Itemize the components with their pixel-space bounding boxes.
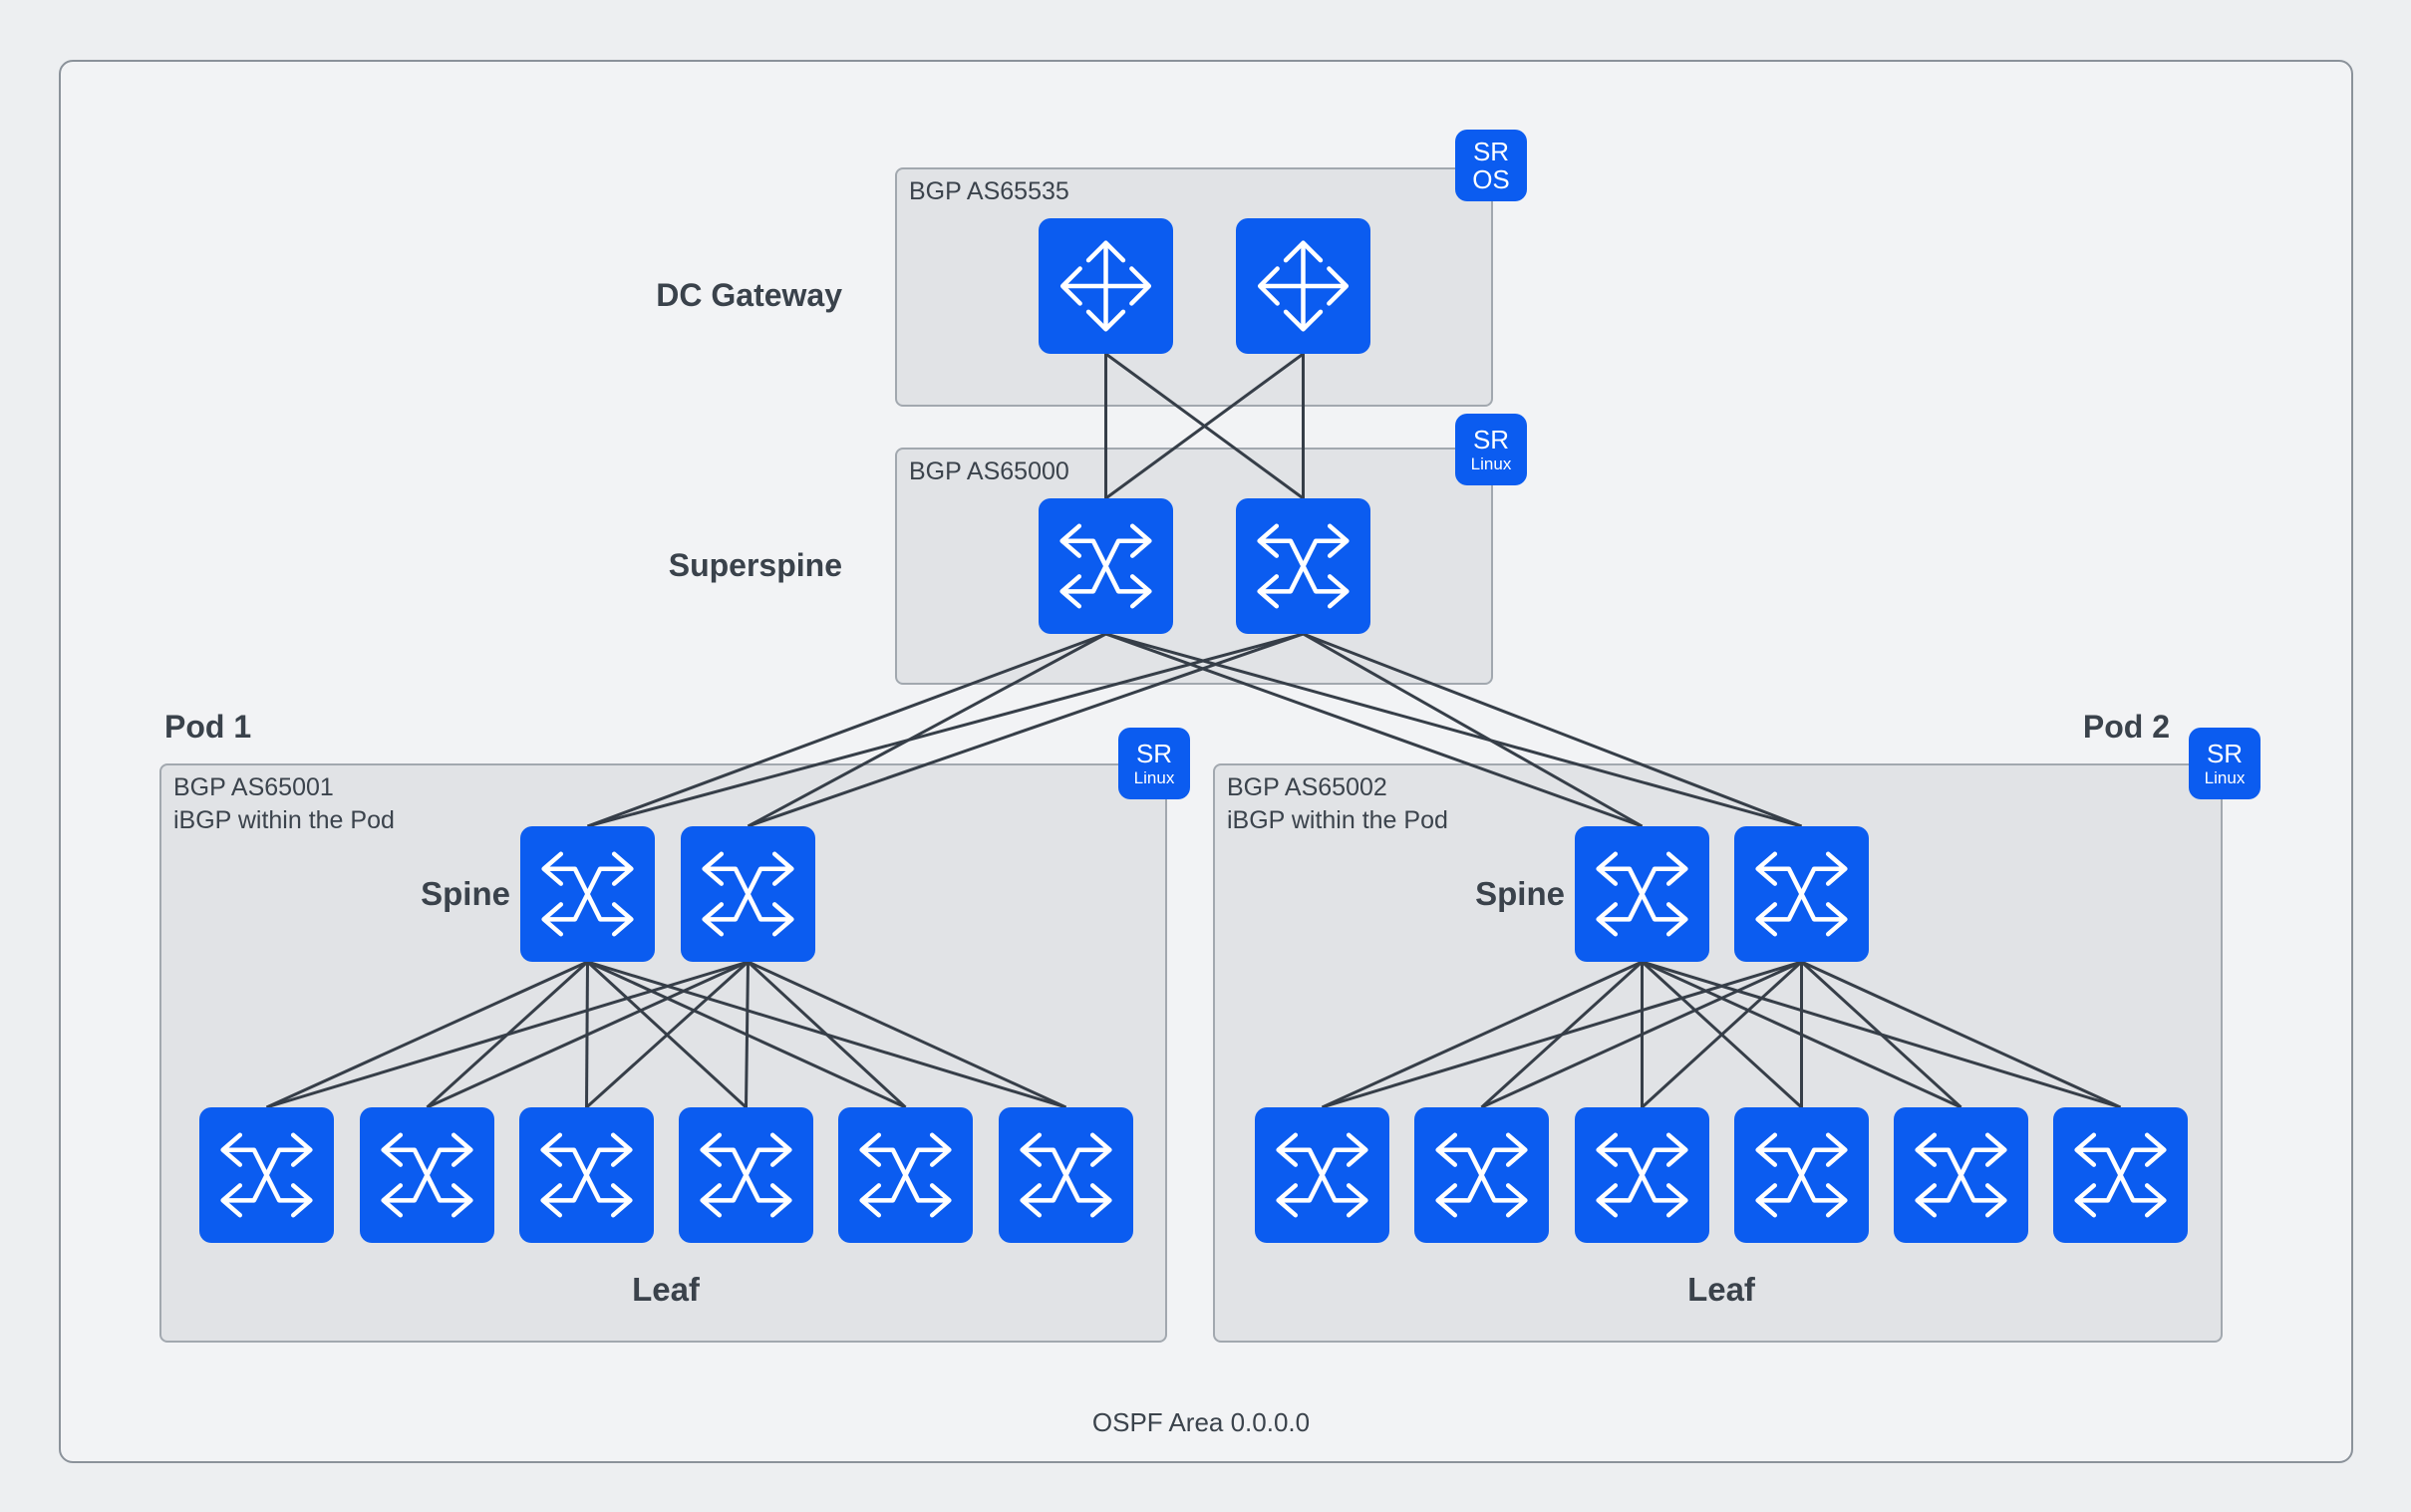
pod-title-pod1: Pod 1 (164, 709, 252, 745)
badge-line2: Linux (1470, 454, 1512, 473)
leaf-label-pod1: Leaf (632, 1271, 700, 1308)
switch-icon (1596, 851, 1688, 937)
spine-node-s22 (1734, 826, 1869, 962)
leaf-node-l25 (1894, 1107, 2028, 1243)
badge-line2: Linux (1133, 767, 1175, 787)
leaf-node-l26 (2053, 1107, 2188, 1243)
switch-icon (859, 1132, 952, 1218)
superspine-node-ss1 (1039, 498, 1173, 634)
switch-icon (2074, 1132, 2167, 1218)
switch-icon (1755, 1132, 1848, 1218)
superspine-node-ss2 (1236, 498, 1370, 634)
leaf-node-l14 (679, 1107, 813, 1243)
group-as-label: BGP AS65000 (909, 457, 1069, 485)
sr-os-badge-dc-gateway: SR OS (1455, 130, 1527, 201)
group-label-dc-gateway: BGP AS65535 (909, 175, 1069, 208)
group-ibgp-label: iBGP within the Pod (173, 806, 395, 834)
switch-icon (1276, 1132, 1368, 1218)
badge-line1: SR (1135, 738, 1173, 768)
group-as-label: BGP AS65535 (909, 177, 1069, 205)
ospf-area-label: OSPF Area 0.0.0.0 (1091, 1407, 1311, 1437)
leaf-node-l15 (838, 1107, 973, 1243)
spine-label-pod2: Spine (1475, 875, 1565, 912)
leaf-node-l11 (199, 1107, 334, 1243)
switch-icon (1915, 1132, 2007, 1218)
badge-line1: SR (1472, 137, 1510, 166)
badge-line2: Linux (2204, 767, 2246, 787)
leaf-node-l23 (1575, 1107, 1709, 1243)
switch-icon (1257, 523, 1350, 609)
sr-linux-badge-superspine: SR Linux (1455, 414, 1527, 485)
switch-icon (1020, 1132, 1112, 1218)
switch-icon (1059, 523, 1152, 609)
leaf-node-l12 (360, 1107, 494, 1243)
sr-linux-badge-pod1: SR Linux (1118, 728, 1190, 799)
switch-icon (541, 851, 634, 937)
switch-icon (540, 1132, 633, 1218)
leaf-node-l13 (519, 1107, 654, 1243)
pod-title-pod2: Pod 2 (2082, 709, 2170, 745)
router-icon (1059, 240, 1152, 332)
switch-icon (220, 1132, 313, 1218)
group-label-superspine: BGP AS65000 (909, 455, 1069, 488)
switch-icon (1755, 851, 1848, 937)
group-as-label: BGP AS65001 (173, 773, 334, 801)
spine-node-s11 (520, 826, 655, 962)
leaf-node-l16 (999, 1107, 1133, 1243)
badge-line1: SR (1472, 424, 1510, 454)
spine-label-pod1: Spine (421, 875, 510, 912)
spine-node-s12 (681, 826, 815, 962)
leaf-node-l22 (1414, 1107, 1549, 1243)
switch-icon (702, 851, 794, 937)
leaf-label-pod2: Leaf (1687, 1271, 1755, 1308)
group-label-pod1: BGP AS65001 iBGP within the Pod (173, 771, 395, 837)
tier-label-superspine: Superspine (668, 547, 842, 583)
sr-linux-badge-pod2: SR Linux (2189, 728, 2260, 799)
dc-gateway-node-dcgw1 (1039, 218, 1173, 354)
badge-line1: SR (2206, 738, 2244, 768)
switch-icon (700, 1132, 792, 1218)
spine-node-s21 (1575, 826, 1709, 962)
badge-line2: OS (1472, 164, 1510, 194)
dc-gateway-node-dcgw2 (1236, 218, 1370, 354)
leaf-node-l24 (1734, 1107, 1869, 1243)
switch-icon (1435, 1132, 1528, 1218)
switch-icon (381, 1132, 473, 1218)
tier-label-dc-gateway: DC Gateway (656, 277, 842, 313)
switch-icon (1596, 1132, 1688, 1218)
leaf-node-l21 (1255, 1107, 1389, 1243)
router-icon (1257, 240, 1350, 332)
